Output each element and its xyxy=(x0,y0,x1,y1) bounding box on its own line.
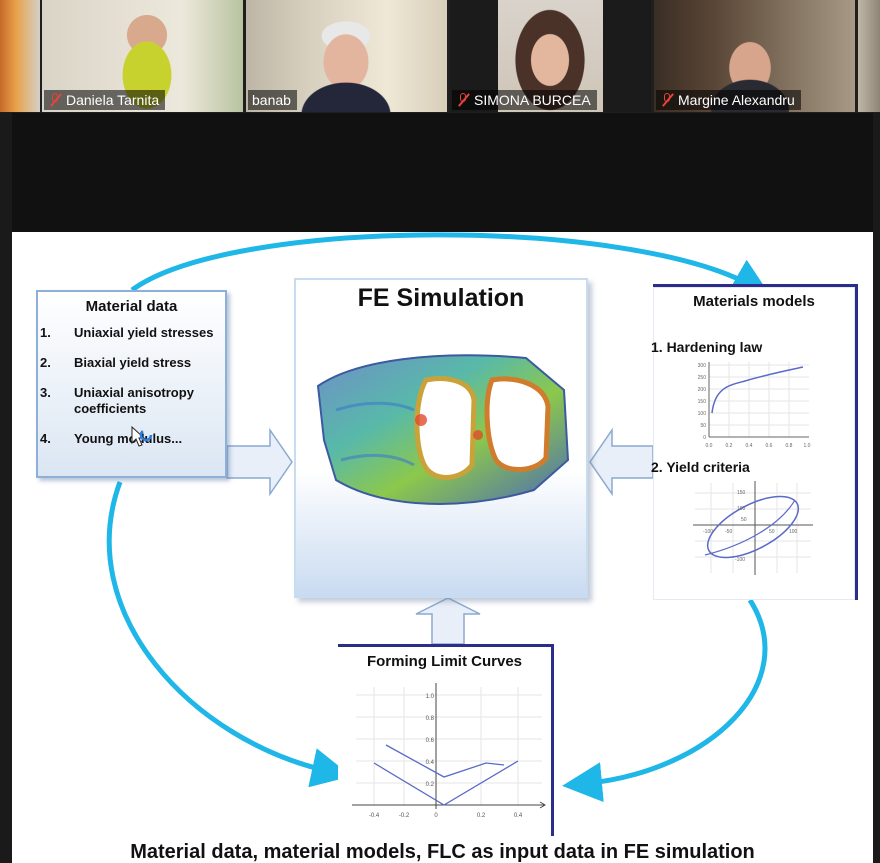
svg-text:-0.2: -0.2 xyxy=(399,813,410,819)
mouse-cursor-icon xyxy=(131,425,153,447)
muted-mic-icon xyxy=(48,93,62,107)
participant-name: Margine Alexandru xyxy=(678,92,795,108)
flc-title: Forming Limit Curves xyxy=(366,653,523,670)
svg-text:-50: -50 xyxy=(725,529,732,535)
svg-text:150: 150 xyxy=(698,399,707,405)
yield-criteria-chart: 150 100 50 -100 -50 50 100 -100 xyxy=(685,475,817,583)
svg-text:0.6: 0.6 xyxy=(426,738,435,744)
svg-text:0.4: 0.4 xyxy=(746,443,753,449)
svg-text:0: 0 xyxy=(434,813,438,819)
participant-tile-banab[interactable]: banab xyxy=(246,0,447,112)
svg-text:50: 50 xyxy=(700,423,706,429)
materials-models-title: Materials models xyxy=(693,293,815,310)
svg-text:1.0: 1.0 xyxy=(426,694,435,700)
svg-text:0.4: 0.4 xyxy=(426,760,435,766)
cycle-arrows xyxy=(106,232,772,803)
block-arrow-right xyxy=(589,427,654,497)
list-item: 2.Biaxial yield stress xyxy=(40,355,192,370)
svg-text:300: 300 xyxy=(698,363,707,369)
hardening-law-label: 1. Hardening law xyxy=(651,339,763,355)
svg-text:-100: -100 xyxy=(735,557,745,563)
list-item: 4.Young modulus... xyxy=(40,431,183,446)
slide-caption: Material data, material models, FLC as i… xyxy=(130,841,755,863)
participant-tile-daniela[interactable]: Daniela Tarnita xyxy=(42,0,243,112)
material-data-title: Material data xyxy=(85,298,178,315)
svg-text:100: 100 xyxy=(737,506,746,512)
participant-name: SIMONA BURCEA xyxy=(474,92,591,108)
shared-slide: Material data 1.Uniaxial yield stresses … xyxy=(12,232,873,863)
svg-text:-100: -100 xyxy=(703,529,713,535)
shared-screen-margin xyxy=(12,113,873,232)
participant-name: Daniela Tarnita xyxy=(66,92,160,108)
svg-text:0.4: 0.4 xyxy=(514,813,523,819)
svg-text:-0.4: -0.4 xyxy=(369,813,380,819)
svg-text:0.8: 0.8 xyxy=(786,443,793,449)
participant-tile-simona[interactable]: SIMONA BURCEA xyxy=(450,0,651,112)
svg-text:0: 0 xyxy=(703,435,706,441)
arrow-right xyxy=(562,598,768,803)
material-data-box: Material data 1.Uniaxial yield stresses … xyxy=(36,290,227,478)
fe-part-render xyxy=(316,354,570,505)
hardening-law-chart: 300 250 200 150 100 50 0 0.0 0.2 0.4 0.6… xyxy=(685,357,815,455)
svg-text:0.6: 0.6 xyxy=(766,443,773,449)
svg-text:0.2: 0.2 xyxy=(726,443,733,449)
svg-text:100: 100 xyxy=(698,411,707,417)
block-arrow-bottom xyxy=(415,597,481,645)
materials-models-box: Materials models 1. Hardening law 300 25… xyxy=(651,284,858,600)
participant-tile-margine[interactable]: Margine Alexandru xyxy=(654,0,855,112)
list-item: 3.Uniaxial anisotropy coefficients xyxy=(40,385,194,416)
forming-limit-curves-box: Forming Limit Curves 1.0 0.8 0.6 0.4 0.2… xyxy=(338,644,554,836)
muted-mic-icon xyxy=(456,93,470,107)
muted-mic-icon xyxy=(660,93,674,107)
arrow-top xyxy=(130,232,772,297)
participant-name-label: Daniela Tarnita xyxy=(44,90,166,110)
yield-criteria-label: 2. Yield criteria xyxy=(651,459,750,475)
fe-simulation-title: FE Simulation xyxy=(357,284,525,312)
participant-tile-partial[interactable] xyxy=(0,0,40,112)
svg-text:50: 50 xyxy=(741,517,747,523)
svg-text:0.2: 0.2 xyxy=(426,782,435,788)
svg-text:0.8: 0.8 xyxy=(426,716,435,722)
participant-name-label: Margine Alexandru xyxy=(656,90,801,110)
flc-chart: 1.0 0.8 0.6 0.4 0.2 -0.4 -0.2 0 0.2 0.4 xyxy=(346,677,546,827)
svg-text:200: 200 xyxy=(698,387,707,393)
svg-text:50: 50 xyxy=(769,529,775,535)
arrow-left xyxy=(106,481,352,788)
fe-simulation-box: FE Simulation xyxy=(294,278,588,598)
list-item: 1.Uniaxial yield stresses xyxy=(40,325,214,340)
block-arrow-left xyxy=(226,427,293,497)
svg-text:100: 100 xyxy=(789,529,798,535)
svg-text:250: 250 xyxy=(698,375,707,381)
svg-text:0.2: 0.2 xyxy=(477,813,486,819)
svg-text:150: 150 xyxy=(737,490,746,496)
participant-name: banab xyxy=(252,92,291,108)
svg-text:0.0: 0.0 xyxy=(706,443,713,449)
svg-text:1.0: 1.0 xyxy=(804,443,811,449)
participant-strip: Daniela Tarnita banab SIMONA BURCEA Marg… xyxy=(0,0,880,113)
participant-name-label: SIMONA BURCEA xyxy=(452,90,597,110)
participant-tile-partial[interactable] xyxy=(858,0,880,112)
participant-name-label: banab xyxy=(248,90,297,110)
